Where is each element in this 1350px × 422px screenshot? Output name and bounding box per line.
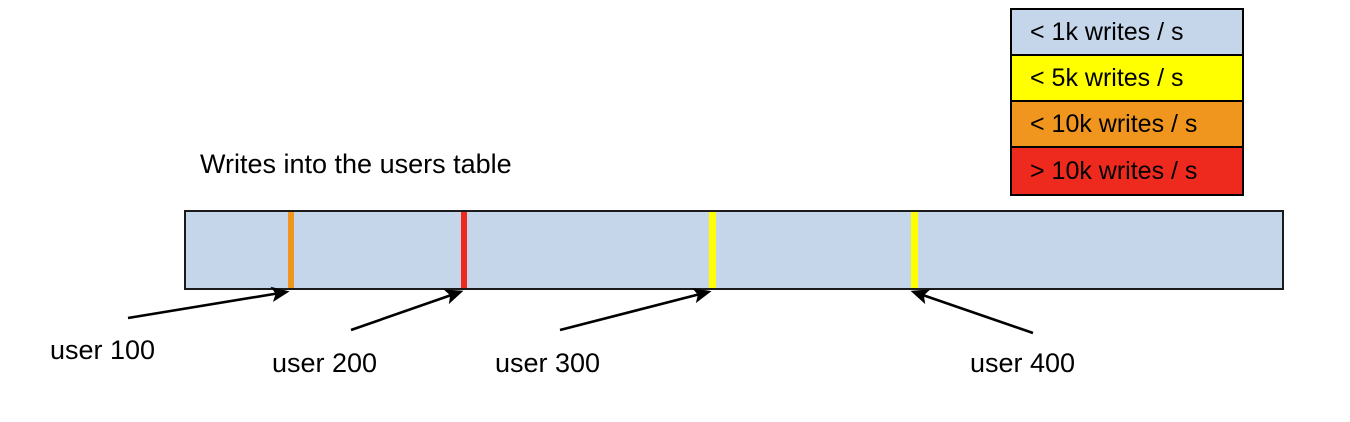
user-label-user-200: user 200: [272, 348, 378, 378]
legend-item-0: < 1k writes / s: [1012, 10, 1242, 56]
arrow-user-300: [559, 288, 712, 332]
legend-item-2: < 10k writes / s: [1012, 102, 1242, 148]
legend-item-1: < 5k writes / s: [1012, 56, 1242, 102]
arrow-user-200: [350, 289, 464, 332]
legend-item-3: > 10k writes / s: [1012, 148, 1242, 194]
arrow-user-100: [127, 286, 290, 320]
writes-per-second-legend: < 1k writes / s < 5k writes / s < 10k writ…: [1010, 8, 1244, 196]
legend-item-label: > 10k writes / s: [1030, 156, 1198, 185]
legend-item-label: < 5k writes / s: [1030, 63, 1184, 92]
users-table-bar: [184, 210, 1284, 290]
bar-stripe-user-300: [709, 212, 716, 288]
legend-item-label: < 10k writes / s: [1030, 109, 1198, 138]
user-label-user-100: user 100: [50, 335, 156, 365]
bar-stripe-user-200: [461, 212, 467, 288]
page-title: Writes into the users table: [200, 149, 512, 179]
bar-base-band: [186, 212, 1282, 288]
user-label-user-400: user 400: [970, 348, 1076, 378]
bar-stripe-user-100: [288, 212, 294, 288]
legend-item-label: < 1k writes / s: [1030, 17, 1184, 46]
bar-stripe-user-400: [911, 212, 918, 288]
user-label-user-300: user 300: [495, 348, 601, 378]
arrow-user-400: [910, 289, 1034, 335]
